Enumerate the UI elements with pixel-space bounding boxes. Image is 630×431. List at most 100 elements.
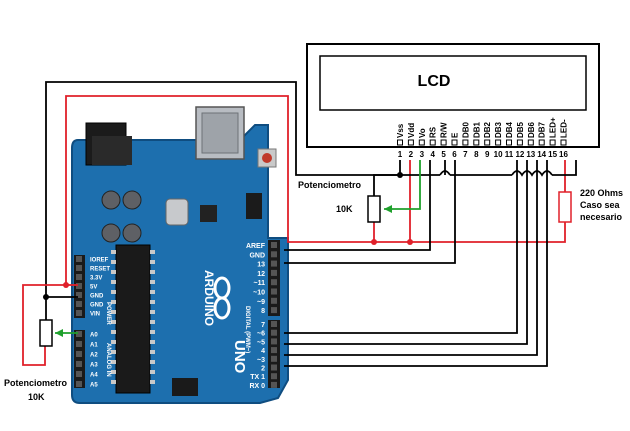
- lcd-pin-number: 12: [515, 150, 524, 159]
- header-socket: [76, 371, 82, 377]
- wire-gnd-hops: [511, 170, 553, 177]
- header-socket: [76, 331, 82, 337]
- lcd-pin-pad: [495, 139, 502, 146]
- header-socket: [76, 292, 82, 298]
- header-socket: [271, 288, 277, 295]
- wire-pot-top-gnd: [373, 174, 400, 196]
- digital-header-bottom: [268, 320, 280, 388]
- capacitor-3: [122, 190, 142, 210]
- lcd-pin-pad: [473, 139, 480, 146]
- header-socket: [271, 260, 277, 267]
- header-socket: [271, 347, 277, 354]
- digital-pin-label: 4: [261, 348, 265, 355]
- capacitor-1: [101, 190, 121, 210]
- digital-pin-label: TX 1: [250, 374, 265, 381]
- chip-leg: [150, 350, 155, 354]
- pot-bottom-value: 10K: [28, 392, 45, 402]
- chip-leg: [111, 330, 116, 334]
- chip-leg: [150, 280, 155, 284]
- digital-pin-label: ~3: [257, 357, 265, 364]
- crystal: [165, 198, 189, 226]
- lcd-pin-label: LED-: [560, 119, 569, 138]
- lcd-pin-pad: [407, 139, 414, 146]
- lcd-pin-label: DB3: [494, 121, 503, 138]
- wire-pot-bottom-5v: [22, 284, 66, 366]
- lcd-pin-pad: [397, 139, 403, 146]
- digital-pin-label: 13: [257, 262, 265, 269]
- arduino-board: ARDUINO UNO DIGITAL (PWM~) POWER ANALOG …: [71, 106, 289, 404]
- lcd-pin-number: 10: [494, 150, 503, 159]
- digital-pin-label: 7: [261, 322, 265, 329]
- chip-legs: [111, 250, 155, 384]
- potentiometer-top: [367, 195, 381, 223]
- lcd-pin-label: E: [451, 132, 460, 138]
- header-socket: [76, 381, 82, 387]
- lcd-screen: [319, 55, 587, 111]
- lcd-pin-number: 16: [559, 150, 568, 159]
- header-socket: [271, 338, 277, 345]
- lcd-pin-pad: [429, 139, 436, 146]
- header-socket: [76, 341, 82, 347]
- chip-leg: [111, 370, 116, 374]
- chip-leg: [150, 370, 155, 374]
- lcd-pin-pad: [506, 139, 512, 146]
- junctions-red: [63, 239, 413, 288]
- lcd-module: LCD Vss1Vdd2Vo3RS4R/W5E6DB07DB18DB29DB31…: [306, 43, 600, 159]
- header-socket: [271, 381, 277, 388]
- lcd-pin-label: LED+: [549, 117, 558, 138]
- lcd-pin-number: 1: [398, 150, 403, 159]
- header-socket: [76, 274, 82, 280]
- wire-5v: [65, 95, 411, 285]
- header-socket: [76, 351, 82, 357]
- digital-header-top: [268, 240, 280, 316]
- wire-rs: [284, 160, 431, 251]
- lcd-pin-number: 2: [409, 150, 414, 159]
- chip-leg: [111, 250, 116, 254]
- header-socket: [76, 301, 82, 307]
- wire-vo: [384, 160, 421, 210]
- lcd-pin-label: Vdd: [407, 123, 416, 138]
- lcd-pin-number: 4: [430, 150, 435, 159]
- wire-gnd-bus-3: [552, 160, 577, 176]
- lcd-pin-label: DB4: [505, 121, 514, 138]
- left-pin-label: A5: [90, 383, 98, 389]
- digital-pin-label: ~11: [254, 280, 266, 287]
- left-pin-label: A3: [90, 363, 98, 369]
- header-socket: [271, 373, 277, 380]
- digital-pin-label: 2: [261, 366, 265, 373]
- digital-pin-label: 12: [257, 271, 265, 278]
- arduino-logo: [213, 276, 231, 320]
- chip-leg: [150, 290, 155, 294]
- digital-pin-label: ~9: [257, 299, 265, 306]
- lcd-pin-number: 7: [463, 150, 468, 159]
- lcd-title: LCD: [418, 73, 451, 90]
- left-pin-label: RESET: [90, 267, 110, 273]
- chip-leg: [150, 260, 155, 264]
- lcd-pin-label: DB6: [527, 121, 536, 138]
- pot-top-label: Potenciometro: [298, 180, 362, 190]
- board-pcb: [71, 124, 289, 404]
- chip-leg: [111, 270, 116, 274]
- lcd-pin-pad: [440, 139, 447, 146]
- left-pin-label: 3.3V: [90, 276, 102, 282]
- lcd-pin-pad: [484, 139, 491, 146]
- chip-leg: [150, 360, 155, 364]
- wire-db4: [284, 160, 518, 334]
- lcd-pin-label: DB0: [461, 121, 470, 138]
- chip-leg: [150, 300, 155, 304]
- header-socket: [271, 364, 277, 371]
- usb-inner: [201, 112, 239, 154]
- left-pin-label: VIN: [90, 312, 100, 318]
- icsp-bottom: [172, 378, 198, 396]
- resistor-label-1: 220 Ohms: [580, 188, 623, 198]
- lcd-pin-label: DB2: [483, 121, 492, 138]
- header-socket: [271, 279, 277, 286]
- header-socket: [271, 251, 277, 258]
- chip-leg: [150, 340, 155, 344]
- lcd-pin-row: Vss1Vdd2Vo3RS4R/W5E6DB07DB18DB29DB310DB4…: [396, 117, 569, 159]
- pot-top-value: 10K: [336, 204, 353, 214]
- chip-leg: [150, 380, 155, 384]
- lcd-pin-pad: [451, 139, 458, 146]
